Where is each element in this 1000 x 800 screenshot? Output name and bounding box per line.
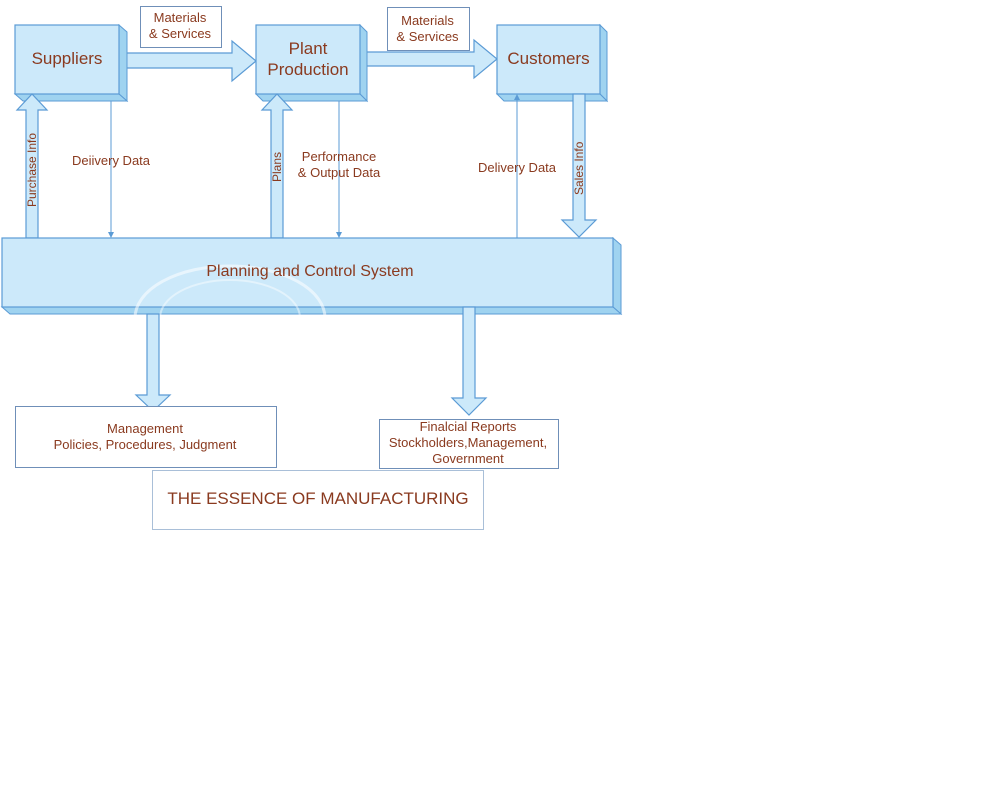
- management-label: Management Policies, Procedures, Judgmen…: [15, 421, 275, 453]
- management-label-line2: Policies, Procedures, Judgment: [53, 437, 237, 452]
- plant-production-box: [254, 23, 369, 103]
- financial-reports-label-line1: Finalcial Reports: [419, 419, 517, 434]
- materials-services-label-2-line1: Materials: [401, 13, 454, 28]
- materials-services-label-1: Materials & Services: [140, 10, 220, 42]
- financial-reports-label-line3: Government: [432, 451, 504, 466]
- materials-services-label-1-line1: Materials: [153, 10, 207, 25]
- purchase-info-arrow: [15, 93, 49, 239]
- sales-info-arrow: [560, 93, 598, 238]
- performance-output-label-line2: & Output Data: [297, 165, 381, 180]
- delivery-data-suppliers-label: Deiivery Data: [71, 153, 151, 168]
- customers-label: Customers: [507, 49, 590, 68]
- performance-output-line: [336, 101, 342, 238]
- materials-services-label-2: Materials & Services: [387, 13, 468, 45]
- delivery-data-customers-line: [514, 94, 520, 238]
- management-arrow: [134, 313, 172, 412]
- financial-reports-arrow: [450, 306, 488, 416]
- planning-control-system-box: [0, 236, 623, 372]
- plant-production-label: Plant Production: [256, 38, 360, 80]
- management-label-line1: Management: [107, 421, 183, 436]
- materials-services-label-box-1: [140, 6, 222, 48]
- plans-label: Plans: [270, 151, 284, 182]
- plant-production-label-line2: Production: [267, 60, 349, 79]
- plans-arrow: [260, 93, 294, 239]
- financial-reports-label: Finalcial Reports Stockholders,Managemen…: [379, 419, 557, 467]
- financial-reports-label-line2: Stockholders,Management,: [388, 435, 548, 450]
- delivery-data-suppliers-line: [108, 101, 114, 238]
- purchase-info-label: Purchase Info: [25, 132, 39, 207]
- caption-box: [152, 470, 484, 530]
- planning-control-system-label: Planning and Control System: [206, 263, 414, 280]
- suppliers-label: Suppliers: [31, 49, 103, 68]
- performance-output-label: Performance & Output Data: [290, 149, 388, 181]
- management-box: [15, 406, 277, 468]
- financial-reports-box: [379, 419, 559, 469]
- sales-info-label: Sales Info: [572, 141, 586, 195]
- materials-services-label-1-line2: & Services: [148, 26, 212, 41]
- suppliers-box: [13, 23, 129, 103]
- materials-arrow-suppliers-to-plant: [118, 39, 257, 83]
- materials-services-label-2-line2: & Services: [396, 29, 459, 44]
- performance-output-label-line1: Performance: [301, 149, 377, 164]
- materials-arrow-plant-to-customers: [359, 38, 498, 80]
- materials-services-label-box-2: [387, 7, 470, 51]
- delivery-data-customers-label: Delivery Data: [477, 160, 557, 175]
- plant-production-label-line1: Plant: [288, 39, 328, 58]
- caption-title: THE ESSENCE OF MANUFACTURING: [167, 489, 469, 508]
